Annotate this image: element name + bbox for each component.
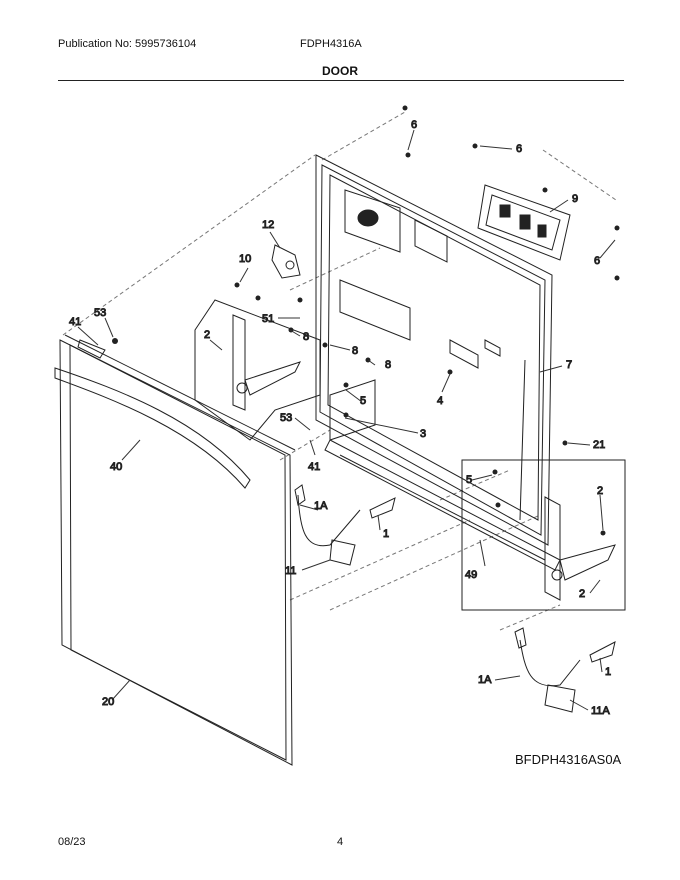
callout-6: 6 bbox=[594, 255, 600, 267]
inner-door-panel bbox=[315, 154, 553, 546]
header-rule bbox=[58, 80, 624, 81]
callout-8: 8 bbox=[303, 331, 309, 343]
callout-3: 3 bbox=[420, 428, 426, 440]
callout-labels: 6 6 9 12 10 6 53 41 2 51 8 8 8 7 4 5 3 5… bbox=[69, 119, 612, 718]
callout-1: 1 bbox=[605, 666, 611, 678]
callout-9: 9 bbox=[572, 193, 578, 205]
callout-53: 53 bbox=[94, 307, 106, 319]
callout-1: 1 bbox=[383, 528, 389, 540]
callout-8: 8 bbox=[352, 345, 358, 357]
callout-6: 6 bbox=[516, 143, 522, 155]
page-number: 4 bbox=[337, 836, 344, 848]
callout-10: 10 bbox=[239, 253, 251, 265]
callout-53: 53 bbox=[280, 412, 292, 424]
callout-5: 5 bbox=[466, 474, 472, 486]
callout-1A: 1A bbox=[314, 500, 328, 512]
door-seal-strip bbox=[324, 439, 561, 571]
model-number: FDPH4316A bbox=[300, 38, 362, 50]
footer-date: 08/23 bbox=[58, 836, 86, 848]
callout-21: 21 bbox=[593, 439, 605, 451]
door-latch bbox=[271, 244, 301, 279]
guide-lines bbox=[62, 111, 617, 631]
callout-40: 40 bbox=[110, 461, 122, 473]
callout-2: 2 bbox=[579, 588, 585, 600]
callout-20: 20 bbox=[102, 696, 114, 708]
callout-51: 51 bbox=[262, 313, 274, 325]
callout-2: 2 bbox=[597, 485, 603, 497]
publication-number: Publication No: 5995736104 bbox=[58, 38, 197, 50]
diagram-code: BFDPH4316AS0A bbox=[515, 752, 622, 767]
callout-11: 11 bbox=[285, 565, 296, 577]
callout-49: 49 bbox=[465, 569, 477, 581]
callout-4: 4 bbox=[437, 395, 443, 407]
control-module bbox=[477, 184, 571, 261]
hinge-cable-upper bbox=[294, 484, 396, 566]
callout-5: 5 bbox=[360, 395, 366, 407]
leader-lines bbox=[77, 129, 616, 711]
callout-41: 41 bbox=[69, 316, 81, 328]
callout-6: 6 bbox=[411, 119, 417, 131]
left-hinge-assembly bbox=[194, 299, 376, 441]
outer-door-panel bbox=[54, 334, 296, 766]
hinge-cable-lower bbox=[514, 627, 616, 713]
callout-7: 7 bbox=[566, 359, 572, 371]
callout-1A: 1A bbox=[478, 674, 492, 686]
right-hinge-assembly bbox=[461, 459, 626, 611]
callout-11A: 11A bbox=[591, 705, 610, 717]
callout-12: 12 bbox=[262, 219, 274, 231]
callout-2: 2 bbox=[204, 329, 210, 341]
section-title: DOOR bbox=[322, 64, 358, 78]
screws bbox=[112, 105, 620, 536]
callout-41: 41 bbox=[308, 461, 320, 473]
callout-8: 8 bbox=[385, 359, 391, 371]
